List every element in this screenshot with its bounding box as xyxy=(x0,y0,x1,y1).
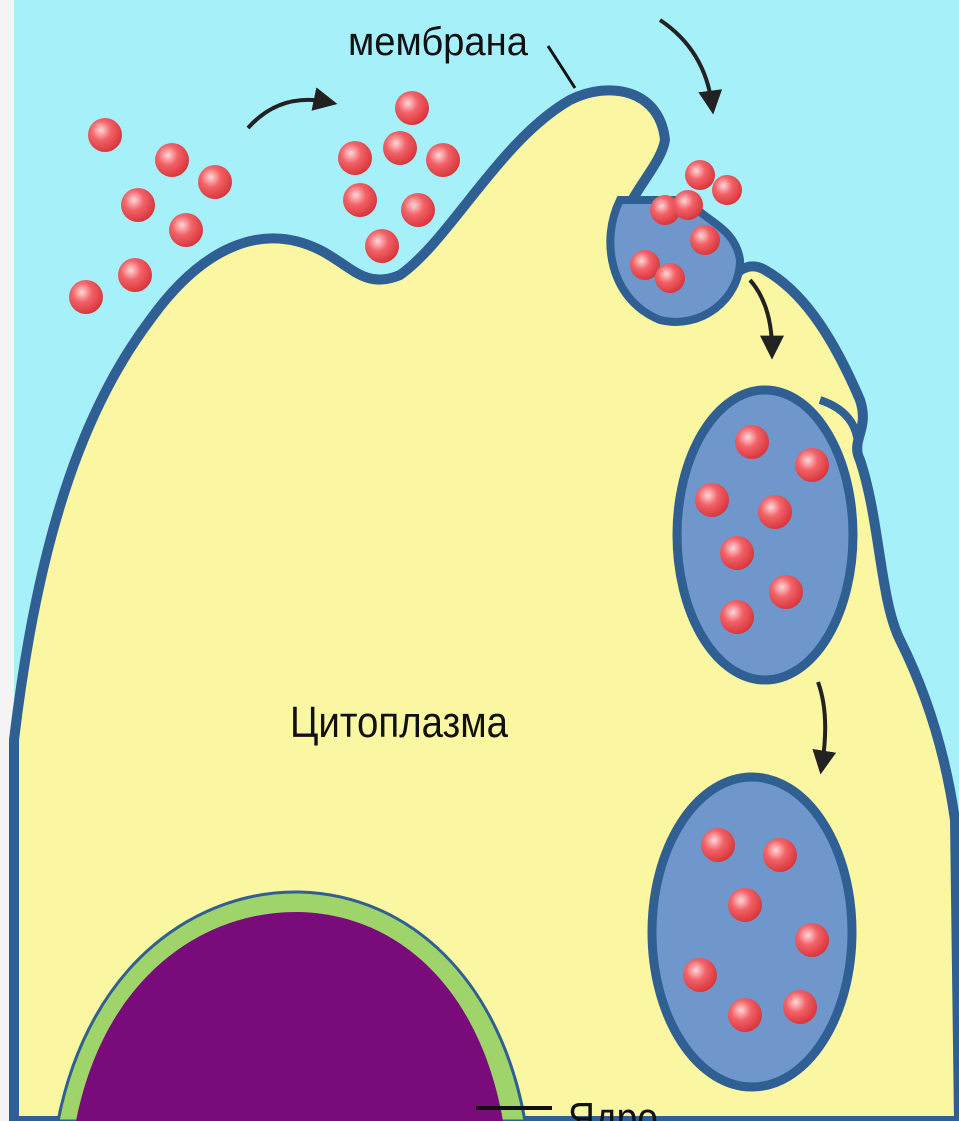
particle xyxy=(338,141,372,175)
particle xyxy=(395,91,429,125)
cytoplasm-label: Цитоплазма xyxy=(290,698,508,747)
particle xyxy=(795,923,829,957)
particle xyxy=(720,600,754,634)
particle xyxy=(763,838,797,872)
particle xyxy=(735,425,769,459)
particle xyxy=(365,229,399,263)
particle xyxy=(383,131,417,165)
membrane-label: мембрана xyxy=(348,20,529,64)
particle xyxy=(690,225,720,255)
particle xyxy=(343,183,377,217)
particle xyxy=(426,143,460,177)
particle xyxy=(121,188,155,222)
particle xyxy=(685,160,715,190)
particle xyxy=(701,828,735,862)
particle xyxy=(728,888,762,922)
particle xyxy=(198,165,232,199)
particle xyxy=(155,143,189,177)
particle xyxy=(673,190,703,220)
particle xyxy=(683,958,717,992)
particle xyxy=(783,990,817,1024)
particle xyxy=(695,483,729,517)
particle xyxy=(69,280,103,314)
particle xyxy=(728,998,762,1032)
nucleus-label: Ядро xyxy=(568,1094,658,1121)
particle xyxy=(795,448,829,482)
particle xyxy=(758,495,792,529)
particle xyxy=(720,536,754,570)
particle xyxy=(401,193,435,227)
particle xyxy=(118,258,152,292)
particle xyxy=(712,175,742,205)
particle xyxy=(655,263,685,293)
particle xyxy=(88,118,122,152)
particle xyxy=(169,213,203,247)
particle xyxy=(769,575,803,609)
